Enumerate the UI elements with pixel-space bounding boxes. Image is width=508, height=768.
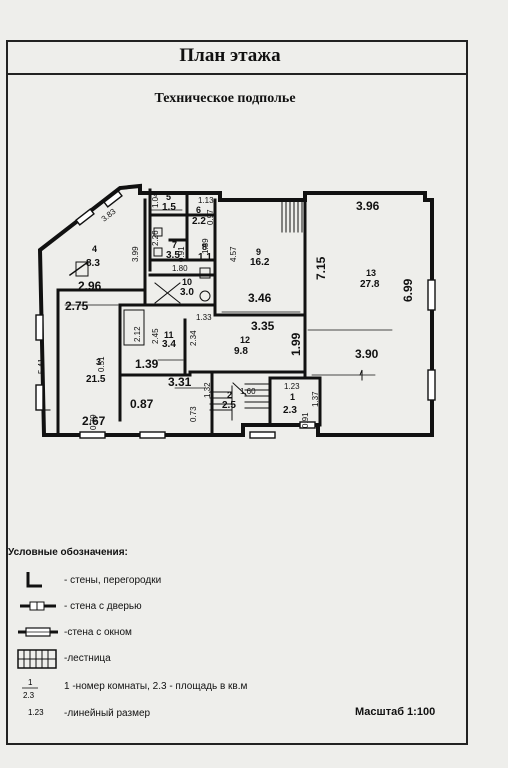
- wall-corner-icon: [26, 572, 42, 588]
- interior-walls: [56, 188, 322, 437]
- fixtures: [39, 227, 363, 411]
- dimension-label: 1.60: [240, 387, 256, 396]
- legend-item-stairs: -лестница: [14, 648, 454, 670]
- room-number: 5: [166, 192, 171, 202]
- dimension-label: 7.15: [314, 256, 328, 280]
- room-area: 1.5: [162, 202, 176, 213]
- dimension-label: 0.51: [97, 356, 106, 372]
- room-area: 2.2: [192, 216, 206, 227]
- legend-text: - стены, перегородки: [64, 575, 162, 586]
- dimension-label: 1.33: [196, 313, 212, 322]
- legend-item-dimension: 1.23 -линейный размер: [14, 703, 454, 725]
- dimension-label: 6.99: [401, 278, 415, 302]
- dimension-label: 0.91: [301, 412, 310, 428]
- room-area: 3.4: [162, 339, 176, 350]
- scale-label: Масштаб 1:100: [355, 706, 436, 718]
- dimension-label: 1.04: [151, 192, 160, 208]
- dimension-label: 2.75: [65, 299, 89, 313]
- room-number: 8: [202, 242, 207, 252]
- room-number: 9: [256, 247, 261, 257]
- dimension-label: 2.26: [151, 230, 160, 246]
- dimension-label: 1.37: [311, 391, 320, 407]
- plan-subtitle: Техническое подполье: [154, 91, 296, 106]
- dimension-label: 1.39: [135, 357, 159, 371]
- dimension-label: 2.45: [151, 328, 160, 344]
- dimension-label: 1.99: [289, 332, 303, 356]
- stairs-icon: [17, 649, 57, 669]
- legend-text: - стена с дверью: [64, 601, 142, 612]
- dimension-label: 1.80: [172, 264, 188, 273]
- stairs: [209, 201, 303, 421]
- legend-text: 1 -номер комнаты, 2.3 - площадь в кв.м: [64, 681, 248, 692]
- dimension-label: 3.90: [355, 347, 379, 361]
- outer-walls: [37, 183, 434, 437]
- room-number: 1: [290, 392, 295, 402]
- dimension-label: 0.97: [206, 209, 215, 225]
- dimension-label: 3.83: [100, 207, 118, 224]
- title-divider: [6, 73, 468, 75]
- room-area: 3.5: [166, 250, 180, 261]
- dimension-icon: 1.23: [28, 708, 44, 717]
- room-number: 13: [366, 268, 376, 278]
- dimension-lines: [64, 209, 393, 389]
- room-area: 16.2: [250, 257, 270, 268]
- legend-room-number: 1: [28, 678, 33, 687]
- dimension-label: 1.39: [201, 238, 210, 254]
- room-area: 9.8: [234, 346, 248, 357]
- legend-text: -стена с окном: [64, 627, 132, 638]
- legend-item-walls: - стены, перегородки: [14, 570, 454, 592]
- dimension-label: 1.32: [203, 382, 212, 398]
- room-area: 27.8: [360, 279, 380, 290]
- room-number: 7: [172, 240, 177, 250]
- dimension-label: 0.91: [177, 246, 186, 262]
- legend-room-area: 2.3: [23, 691, 35, 700]
- legend-dimension-value: 1.23: [28, 708, 44, 717]
- page-title: План этажа: [179, 45, 281, 66]
- dimension-label: 1.13: [198, 196, 214, 205]
- room-area: 21.5: [86, 374, 106, 385]
- dimension-label: 3.96: [356, 199, 380, 213]
- dimension-label: 2.12: [133, 326, 142, 342]
- legend-item-room-label: 1 2.3 1 -номер комнаты, 2.3 - площадь в …: [14, 676, 454, 702]
- legend-item-window: -стена с окном: [14, 622, 454, 644]
- room-area: 2.5: [222, 400, 236, 411]
- dimension-label: 2.34: [189, 330, 198, 346]
- dimension-label: 5.41: [37, 358, 46, 374]
- room-label-icon: 1 2.3: [22, 678, 38, 700]
- dimension-label: 4.57: [229, 246, 238, 262]
- room-number: 11: [164, 330, 174, 340]
- dimension-label: 0.79: [89, 414, 98, 430]
- dimension-label: 3.46: [248, 291, 272, 305]
- dimension-label: 1.23: [284, 382, 300, 391]
- legend-text: -лестница: [64, 653, 111, 664]
- legend-title: Условные обозначения:: [8, 547, 128, 558]
- legend-item-door: - стена с дверью: [14, 596, 454, 618]
- room-area: 1.1: [198, 252, 212, 263]
- wall-window-icon: [18, 627, 58, 637]
- dimension-label: 3.35: [251, 319, 275, 333]
- room-number: 2: [227, 390, 232, 400]
- room-area: 2.3: [283, 405, 297, 416]
- legend-text: -линейный размер: [64, 708, 151, 719]
- room-number: 4: [92, 244, 97, 254]
- windows: [35, 190, 436, 439]
- room-number: 12: [240, 335, 250, 345]
- room-number: 3: [96, 357, 101, 367]
- dimension-label: 3.31: [168, 375, 192, 389]
- dimension-label: 0.87: [130, 397, 154, 411]
- room-area: 8.3: [86, 258, 100, 269]
- dimension-label: 2.96: [78, 279, 102, 293]
- wall-door-icon: [20, 601, 56, 611]
- dimension-label: 3.99: [131, 246, 140, 262]
- dimension-label: 2.67: [82, 414, 106, 428]
- room-number: 10: [182, 277, 192, 287]
- room-area: 3.0: [180, 287, 194, 298]
- room-number: 6: [196, 205, 201, 215]
- dimension-label: 0.73: [189, 406, 198, 422]
- drawing-frame: [6, 40, 468, 745]
